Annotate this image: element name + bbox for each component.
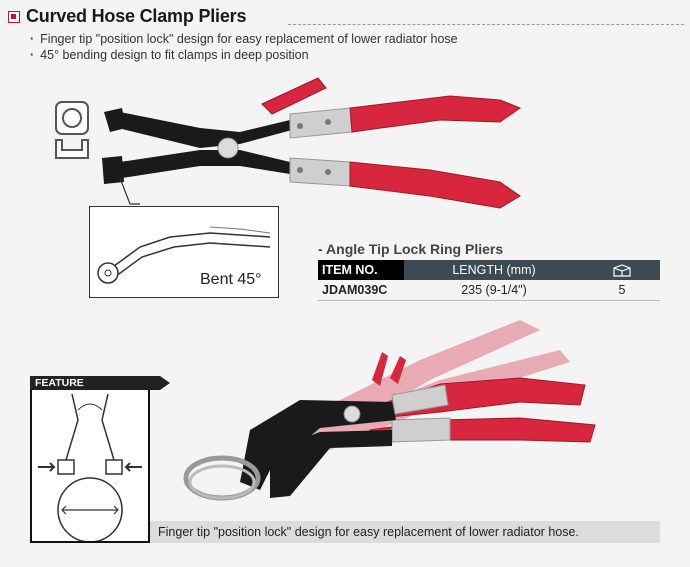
- clamp-icon: [55, 139, 89, 159]
- feature-label: FEATURE: [30, 376, 170, 390]
- spec-table: ITEM NO. LENGTH (mm) JDAM039C 235 (9-1/4…: [318, 260, 660, 301]
- col-package: [584, 260, 660, 280]
- feature-bullet-1: Finger tip "position lock" design for ea…: [30, 31, 682, 47]
- table-row: JDAM039C 235 (9-1/4") 5: [318, 280, 660, 301]
- title-bullet-icon: [8, 10, 20, 23]
- col-item-no: ITEM NO.: [318, 260, 404, 280]
- header: Curved Hose Clamp Pliers Finger tip "pos…: [8, 6, 684, 63]
- spec-section: - Angle Tip Lock Ring Pliers ITEM NO. LE…: [318, 241, 660, 301]
- cell-qty: 5: [584, 280, 660, 301]
- title-divider: [288, 24, 684, 25]
- package-icon: [613, 264, 631, 277]
- feature-caption: Finger tip "position lock" design for ea…: [150, 521, 660, 543]
- spec-subtitle: - Angle Tip Lock Ring Pliers: [318, 241, 504, 257]
- feature-illustration: [30, 378, 150, 543]
- col-length: LENGTH (mm): [404, 260, 584, 280]
- cell-length: 235 (9-1/4"): [404, 280, 584, 301]
- page-title: Curved Hose Clamp Pliers: [26, 6, 247, 26]
- bent-angle-label: Bent 45°: [200, 271, 262, 288]
- feature-list: Finger tip "position lock" design for ea…: [30, 31, 682, 63]
- ring-icon: [55, 101, 89, 135]
- feature-bullet-2: 45° bending design to fit clamps in deep…: [30, 47, 682, 63]
- cell-item-no: JDAM039C: [318, 280, 404, 301]
- bent-detail-box: Bent 45°: [89, 206, 279, 298]
